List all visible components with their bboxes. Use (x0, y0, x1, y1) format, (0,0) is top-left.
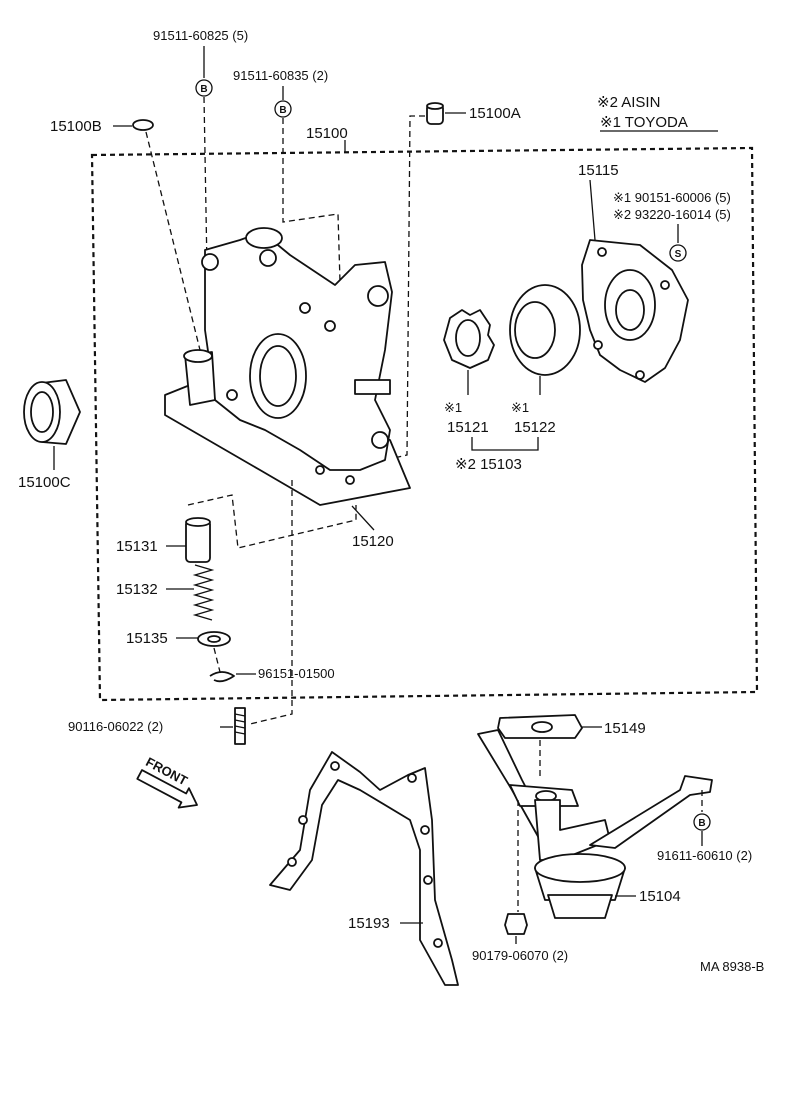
diagram-id: MA 8938-B (700, 959, 764, 974)
label-90116: 90116-06022 (2) (68, 719, 163, 734)
pump-lower-hole (371, 431, 389, 449)
snap-ring-96151: 96151-01500 (209, 666, 335, 683)
label-15100A: 15100A (469, 105, 521, 122)
retainer-15135: 15135 (126, 630, 231, 647)
label-15149: 15149 (604, 720, 646, 737)
strainer-stay (589, 775, 713, 849)
pump-bolt-hole (259, 249, 277, 267)
label-15121: 15121 (447, 419, 489, 436)
label-90151: ※1 90151-60006 (5) (613, 190, 731, 205)
label-15100C: 15100C (18, 474, 71, 491)
label-15103: ※2 15103 (455, 456, 522, 473)
label-15122: 15122 (514, 419, 556, 436)
label-93220: ※2 93220-16014 (5) (613, 207, 731, 222)
label-15135: 15135 (126, 630, 168, 647)
label-15131: 15131 (116, 538, 158, 555)
front-arrow-icon (136, 769, 198, 809)
stud-90116: 90116-06022 (2) (68, 480, 293, 745)
badge-b-icon (195, 79, 213, 97)
bolt-91511-60825: 91511-60825 (5) B (153, 28, 248, 326)
badge-b-icon (274, 100, 292, 118)
mark-15121: ※1 (444, 400, 462, 415)
bolt-91511-60835: 91511-60835 (2) B (233, 68, 341, 283)
nut-90179: 90179-06070 (2) (472, 800, 568, 963)
strainer-mesh-icon (547, 894, 613, 919)
label-90179: 90179-06070 (2) (472, 948, 568, 963)
oil-strainer-15104: 15104 (477, 729, 713, 919)
oil-pump-body-15120 (164, 227, 411, 506)
label-15100: 15100 (306, 125, 348, 142)
label-15132: 15132 (116, 581, 158, 598)
dash-15100B (145, 131, 201, 351)
gasket-15149: 15149 (497, 714, 646, 780)
spring-icon (192, 564, 215, 621)
relief-valve-15131: 15131 (116, 517, 211, 563)
front-arrow: FRONT (136, 754, 198, 809)
dash-stud (249, 480, 293, 725)
relief-spring-15132: 15132 (116, 564, 215, 621)
gasket-15193: 15193 (269, 751, 459, 986)
label-91511-60825: 91511-60825 (5) (153, 28, 248, 43)
label-91611: 91611-60610 (2) (657, 848, 752, 863)
leader-15115 (589, 179, 596, 241)
dash-snap-ring (213, 647, 221, 673)
snap-ring-icon (209, 671, 235, 683)
pump-crank-bore-inner (259, 345, 297, 407)
badge-b-text: B (698, 818, 705, 829)
label-15120: 15120 (352, 533, 394, 550)
pin-15100B-icon (132, 119, 154, 131)
label-15115: 15115 (578, 162, 619, 179)
badge-b-text: B (279, 105, 286, 116)
part-15100B: 15100B (50, 118, 201, 351)
dash-relief-valve (187, 494, 357, 549)
label-15100B: 15100B (50, 118, 102, 135)
pump-cover-15115: 15115 ※1 90151-60006 (5) ※2 93220-16014 … (578, 162, 731, 383)
pump-top-boss (245, 227, 283, 249)
pump-upper-hole (367, 285, 389, 307)
leader-15120 (351, 505, 375, 531)
badge-s-text: S (675, 249, 682, 260)
badge-b-icon (693, 813, 711, 831)
badge-b-text: B (200, 84, 207, 95)
bolt-91611: B 91611-60610 (2) (657, 790, 752, 863)
label-96151: 96151-01500 (258, 666, 335, 681)
badge-s-icon (669, 244, 687, 262)
strainer-pipe (534, 799, 611, 861)
oil-seal-15100C: 15100C (18, 379, 81, 491)
label-15193: 15193 (348, 915, 390, 932)
pump-left-hole (201, 253, 219, 271)
dash-91511-60835 (282, 118, 341, 283)
mark-15122: ※1 (511, 400, 529, 415)
driven-rotor-15122: ※1 15122 (509, 284, 581, 436)
nut-icon (504, 913, 528, 935)
legend-toyoda: ※1 TOYODA (600, 114, 688, 131)
bracket-15103 (471, 437, 539, 451)
legend-aisin: ※2 AISIN (597, 94, 660, 111)
drive-gear-15121: ※1 15121 (443, 309, 495, 436)
legend: ※2 AISIN ※1 TOYODA (597, 94, 718, 132)
gasket-icon (269, 751, 459, 986)
label-15104: 15104 (639, 888, 681, 905)
label-91511-60835: 91511-60835 (2) (233, 68, 328, 83)
pump-tab (354, 379, 391, 395)
